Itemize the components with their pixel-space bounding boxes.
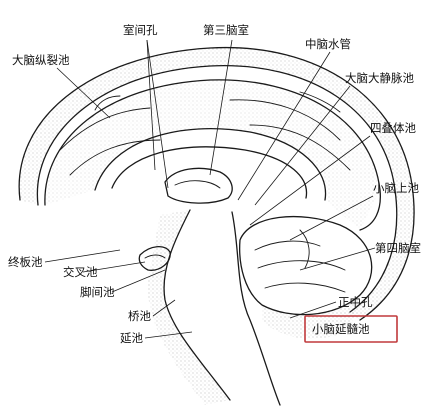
third-ventricle-region (164, 167, 233, 204)
brainstem (147, 209, 281, 406)
label-cisterna-magna: 小脑延髓池 (312, 322, 370, 336)
labels: 室间孔 第三脑室 中脑水管 大脑纵裂池 大脑大静脉池 四叠体池 小脑上池 第四脑… (8, 23, 421, 345)
label-quadrigeminal-cistern: 四叠体池 (370, 121, 416, 135)
highlight-box (304, 315, 398, 343)
label-median-aperture: 正中孔 (338, 295, 373, 309)
leader-lines (44, 39, 376, 339)
label-great-vein-cistern: 大脑大静脉池 (345, 71, 414, 85)
label-interpeduncular-cistern: 脚间池 (80, 285, 115, 299)
label-chiasmatic-cistern: 交叉池 (63, 265, 98, 279)
label-third-ventricle: 第三脑室 (203, 23, 249, 37)
label-foramen: 室间孔 (123, 23, 158, 37)
label-aqueduct: 中脑水管 (305, 37, 351, 51)
cerebellum (239, 215, 373, 339)
label-fourth-ventricle: 第四脑室 (375, 241, 421, 255)
label-superior-cerebellar-cistern: 小脑上池 (373, 181, 419, 195)
cerebrum (44, 79, 381, 231)
label-pontine-cistern: 桥池 (128, 309, 151, 323)
skull-outline (18, 46, 415, 321)
label-lamina-terminalis-cistern: 终板池 (8, 255, 43, 269)
label-medullary-cistern: 延池 (120, 331, 143, 345)
label-callosal-cistern: 大脑纵裂池 (12, 53, 70, 67)
